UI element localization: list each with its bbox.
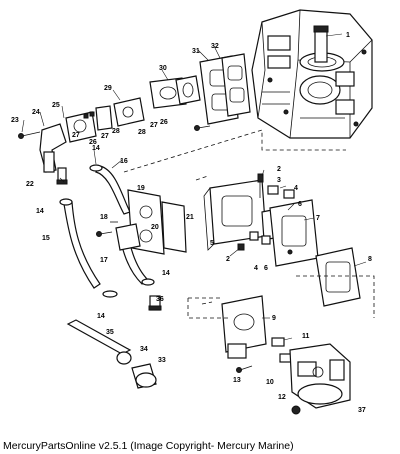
callout-7: 7 (316, 215, 320, 222)
callout-27c: 27 (150, 122, 158, 129)
callout-29: 29 (104, 85, 112, 92)
screw-17-18[interactable] (96, 221, 119, 237)
callout-14a: 14 (92, 145, 100, 152)
callout-4a: 4 (294, 185, 298, 192)
callout-4b: 4 (254, 265, 258, 272)
leader-lines (21, 33, 367, 341)
callout-23: 23 (11, 117, 19, 124)
callout-9: 9 (272, 315, 276, 322)
callout-28a: 28 (112, 128, 120, 135)
callout-34: 34 (140, 346, 148, 353)
fitting-11[interactable] (271, 337, 285, 347)
callout-27b: 27 (101, 133, 109, 140)
callout-32: 32 (211, 43, 219, 50)
callout-10: 10 (266, 379, 274, 386)
grommet-34[interactable] (116, 351, 132, 365)
screws-2-3-4[interactable] (237, 173, 295, 251)
hose-15[interactable] (63, 201, 101, 289)
callout-19: 19 (137, 185, 145, 192)
callout-14b: 14 (36, 208, 44, 215)
callout-30: 30 (159, 65, 167, 72)
callout-36: 36 (156, 296, 164, 303)
cover-21[interactable] (161, 201, 187, 253)
callout-17: 17 (100, 257, 108, 264)
callout-21: 21 (186, 214, 194, 221)
hose-16[interactable] (95, 165, 131, 215)
callout-33: 33 (158, 357, 166, 364)
intake-spacer-9[interactable] (221, 295, 267, 359)
image-caption: MercuryPartsOnline v2.5.1 (Image Copyrig… (3, 440, 294, 452)
bracket-26[interactable] (113, 97, 145, 127)
callout-25: 25 (52, 102, 60, 109)
reed-block-30[interactable] (149, 75, 201, 109)
callout-18: 18 (100, 214, 108, 221)
fitting-25[interactable] (39, 123, 67, 173)
clamp-14[interactable] (59, 164, 155, 298)
callout-16: 16 (120, 158, 128, 165)
nut-12[interactable] (291, 405, 301, 415)
callout-20: 20 (151, 224, 159, 231)
callout-22: 22 (26, 181, 34, 188)
callout-2b: 2 (226, 256, 230, 263)
callout-13: 13 (233, 377, 241, 384)
callout-6a: 6 (298, 201, 302, 208)
carburetor-37[interactable] (289, 343, 351, 409)
fitting-36[interactable] (148, 295, 162, 311)
filter-33[interactable] (131, 363, 157, 389)
callout-37: 37 (358, 407, 366, 414)
callout-31: 31 (192, 48, 200, 55)
callout-6b: 6 (264, 265, 268, 272)
engine-block[interactable] (251, 9, 373, 139)
gasket-32[interactable] (221, 53, 251, 117)
callout-35: 35 (106, 329, 114, 336)
callout-labels: 1 32 31 30 29 25 24 23 27 26 27 28 28 27… (11, 32, 372, 414)
callout-5: 5 (210, 240, 214, 247)
callout-2a: 2 (277, 166, 281, 173)
callout-8: 8 (368, 256, 372, 263)
housing-7[interactable] (269, 199, 319, 267)
callout-12: 12 (278, 394, 286, 401)
spacer-27[interactable] (65, 111, 97, 143)
callout-26a: 26 (89, 139, 97, 146)
rod-35[interactable] (66, 319, 132, 355)
callout-15: 15 (42, 235, 50, 242)
callout-26b: 26 (160, 119, 168, 126)
fitting-22[interactable] (56, 167, 68, 185)
screw-23-24[interactable] (18, 131, 41, 139)
callout-1: 1 (346, 32, 350, 39)
gasket-28[interactable] (95, 105, 113, 131)
exploded-parts-diagram: 1 32 31 30 29 25 24 23 27 26 27 28 28 27… (11, 9, 375, 415)
screw-13[interactable] (236, 365, 253, 373)
plate-8[interactable] (315, 247, 361, 307)
diaphragm-20[interactable] (115, 223, 141, 251)
screw-26-27[interactable] (194, 125, 211, 131)
callout-28b: 28 (138, 129, 146, 136)
callout-3: 3 (277, 177, 281, 184)
callout-14d: 14 (97, 313, 105, 320)
callout-27a: 27 (72, 132, 80, 139)
callout-14c: 14 (162, 270, 170, 277)
callout-11: 11 (302, 333, 310, 340)
callout-24: 24 (32, 109, 40, 116)
